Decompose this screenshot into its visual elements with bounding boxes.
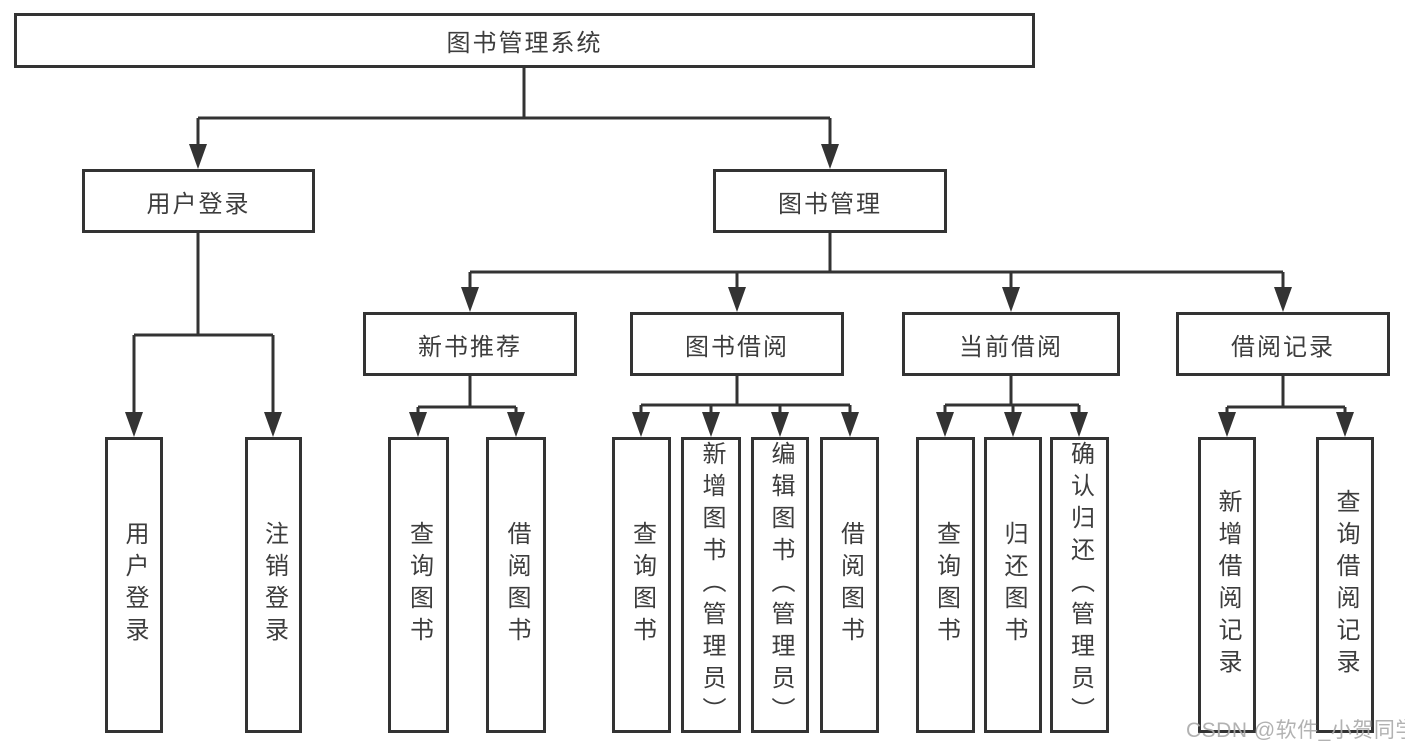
connector-current-borrowing-to-leaves — [943, 376, 1081, 415]
connector-root-to-level2 — [196, 68, 832, 150]
connector-new-book-recommendation-to-leaves — [416, 376, 518, 415]
node-root: 图书管理系统 — [14, 13, 1035, 68]
leaf-query-book-borrowing: 查询图书 — [612, 437, 671, 733]
leaf-query-book-recommend: 查询图书 — [388, 437, 449, 733]
connector-book-management-to-level3 — [468, 233, 1285, 295]
leaf-query-borrow-record-label: 查询借阅记录 — [1332, 489, 1359, 681]
leaf-confirm-return-admin-label: 确认归还（管理员） — [1066, 441, 1094, 729]
leaf-confirm-return-admin: 确认归还（管理员） — [1050, 437, 1109, 733]
leaf-logout: 注销登录 — [245, 437, 302, 733]
leaf-query-book-current: 查询图书 — [916, 437, 975, 733]
leaf-query-book-borrowing-label: 查询图书 — [628, 521, 656, 649]
leaf-add-book-admin: 新增图书（管理员） — [681, 437, 741, 733]
leaf-add-book-admin-label: 新增图书（管理员） — [698, 441, 725, 729]
leaf-query-book-current-label: 查询图书 — [932, 521, 960, 649]
leaf-add-borrow-record-label: 新增借阅记录 — [1214, 489, 1241, 681]
leaf-logout-label: 注销登录 — [260, 521, 288, 649]
leaf-borrow-book-borrowing-label: 借阅图书 — [836, 521, 864, 649]
leaf-query-book-recommend-label: 查询图书 — [405, 521, 433, 649]
leaf-user-login-label: 用户登录 — [121, 521, 148, 649]
leaf-borrow-book-recommend-label: 借阅图书 — [503, 521, 530, 649]
leaf-add-borrow-record: 新增借阅记录 — [1198, 437, 1256, 733]
node-book-management: 图书管理 — [713, 169, 947, 233]
connector-borrowing-records-to-leaves — [1225, 376, 1347, 415]
leaf-edit-book-admin-label: 编辑图书（管理员） — [767, 441, 794, 729]
leaf-user-login: 用户登录 — [105, 437, 163, 733]
node-new-book-recommendation: 新书推荐 — [363, 312, 577, 376]
connector-user-login-to-leaves — [132, 233, 275, 415]
connector-book-borrowing-to-leaves — [639, 376, 852, 415]
leaf-edit-book-admin: 编辑图书（管理员） — [751, 437, 809, 733]
leaf-borrow-book-borrowing: 借阅图书 — [820, 437, 879, 733]
node-borrowing-records: 借阅记录 — [1176, 312, 1390, 376]
node-book-borrowing: 图书借阅 — [630, 312, 844, 376]
node-current-borrowing: 当前借阅 — [902, 312, 1120, 376]
node-user-login: 用户登录 — [82, 169, 315, 233]
watermark: CSDN @软件_小贺同学 — [1186, 719, 1405, 742]
leaf-borrow-book-recommend: 借阅图书 — [486, 437, 546, 733]
leaf-query-borrow-record: 查询借阅记录 — [1316, 437, 1374, 733]
leaf-return-book: 归还图书 — [984, 437, 1042, 733]
leaf-return-book-label: 归还图书 — [1000, 521, 1027, 649]
